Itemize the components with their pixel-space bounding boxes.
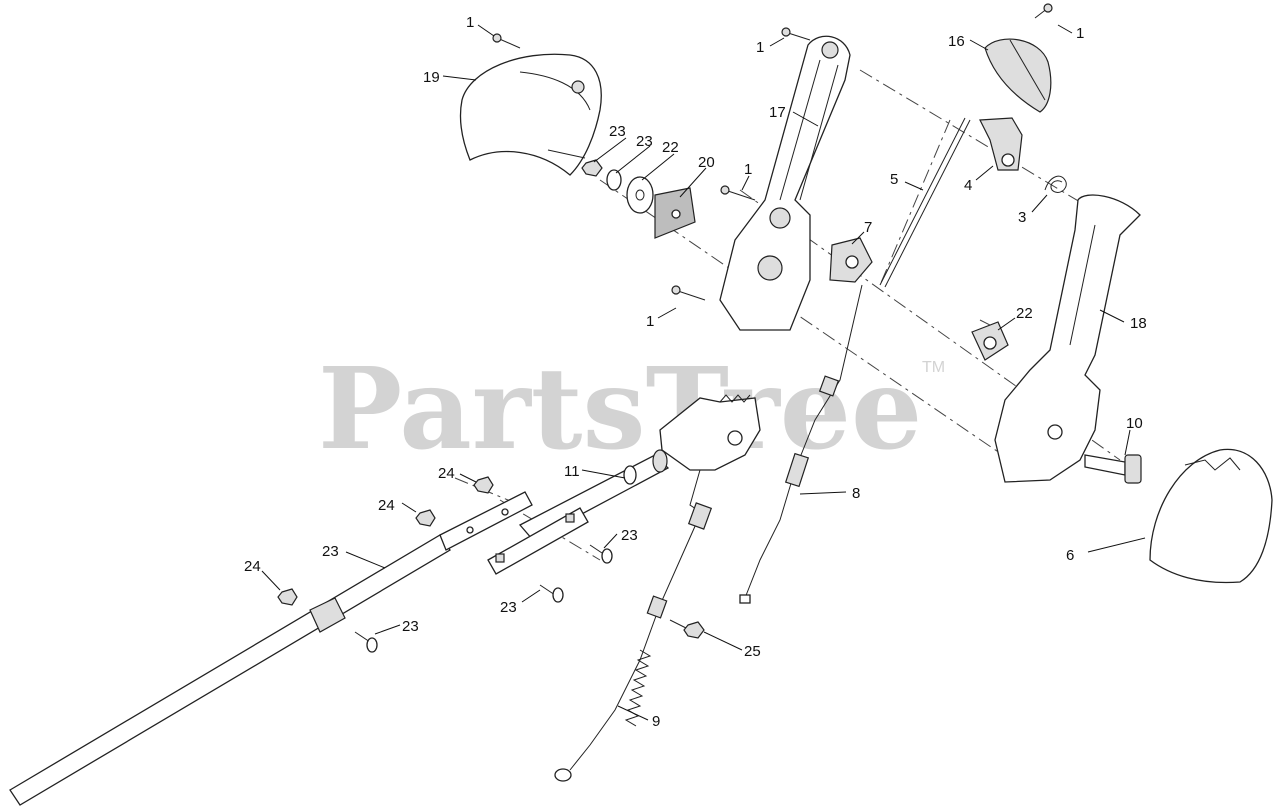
callout-17: 22 xyxy=(1016,305,1033,322)
callout-16: 20 xyxy=(698,154,715,171)
part-20-nut xyxy=(581,159,603,177)
callout-7: 7 xyxy=(864,219,872,236)
callout-15: 19 xyxy=(423,69,440,86)
callout-18: 22 xyxy=(662,139,679,156)
part-1-screw-e xyxy=(1034,3,1053,19)
part-1-screw-c xyxy=(720,185,756,201)
part-24-nut-c xyxy=(277,588,298,606)
watermark: PartsTree TM xyxy=(318,344,945,475)
callout-8: 8 xyxy=(852,485,860,502)
part-9-cable xyxy=(554,502,713,782)
callout-24: 24 xyxy=(244,558,261,575)
callout-5: 5 xyxy=(890,171,898,188)
callout-19: 23 xyxy=(636,133,653,150)
part-25-bolt xyxy=(669,619,705,639)
callout-13: 17 xyxy=(769,104,786,121)
callout-23: 23 xyxy=(500,599,517,616)
callout-1: 1 xyxy=(756,39,764,56)
callout-1: 1 xyxy=(466,14,474,31)
callout-14: 18 xyxy=(1130,315,1147,332)
callout-6: 6 xyxy=(1066,547,1074,564)
part-11-shaft xyxy=(518,449,670,541)
callout-22: 23 xyxy=(322,543,339,560)
part-13-lever xyxy=(719,35,851,331)
callout-4: 4 xyxy=(964,177,972,194)
part-10-bolt xyxy=(1084,454,1142,484)
callout-1: 1 xyxy=(646,313,654,330)
callout-23: 23 xyxy=(621,527,638,544)
part-3-spring xyxy=(1044,175,1067,193)
part-15-cover xyxy=(459,53,602,176)
callout-9: 9 xyxy=(652,713,660,730)
part-1-screw-d xyxy=(671,285,706,301)
watermark-text: PartsTree xyxy=(318,344,922,475)
part-24-nut-b xyxy=(415,509,436,527)
part-23-bolt-c xyxy=(354,631,378,653)
callout-10: 10 xyxy=(1126,415,1143,432)
part-24-nut-a xyxy=(473,476,494,494)
part-7-clip xyxy=(829,237,873,283)
watermark-trademark: TM xyxy=(922,359,945,376)
part-8-cable xyxy=(739,284,863,604)
part-22-rod xyxy=(9,491,533,806)
leader-lines xyxy=(261,24,1146,721)
callout-12: 16 xyxy=(948,33,965,50)
callout-24: 24 xyxy=(438,465,455,482)
part-4-pawl xyxy=(979,117,1023,171)
callout-1: 1 xyxy=(744,161,752,178)
callout-23: 23 xyxy=(402,618,419,635)
callout-3: 3 xyxy=(1018,209,1026,226)
callout-11: 11 xyxy=(564,463,580,480)
part-6-cap xyxy=(1149,448,1273,584)
callout-25: 25 xyxy=(744,643,761,660)
callout-24: 24 xyxy=(378,497,395,514)
part-14-lever xyxy=(994,194,1141,483)
part-23-bolt-a xyxy=(589,544,613,564)
callout-labels: 1 19 1 17 16 1 23 23 22 20 1 5 4 3 7 22 … xyxy=(244,14,1147,730)
part-18-washer xyxy=(626,176,654,214)
part-12-cap xyxy=(984,38,1052,113)
part-23-bolt-b xyxy=(539,584,564,603)
callout-1: 1 xyxy=(1076,25,1084,42)
part-5-rod xyxy=(879,117,971,288)
sector-bracket xyxy=(659,394,761,516)
part-1-screw-a xyxy=(492,33,521,49)
part-19-washer xyxy=(606,169,622,191)
part-16-plate xyxy=(654,187,696,239)
part-1-screw-b xyxy=(781,27,811,41)
link-plate xyxy=(487,507,589,575)
part-17-bushing xyxy=(971,321,1009,361)
callout-20: 23 xyxy=(609,123,626,140)
